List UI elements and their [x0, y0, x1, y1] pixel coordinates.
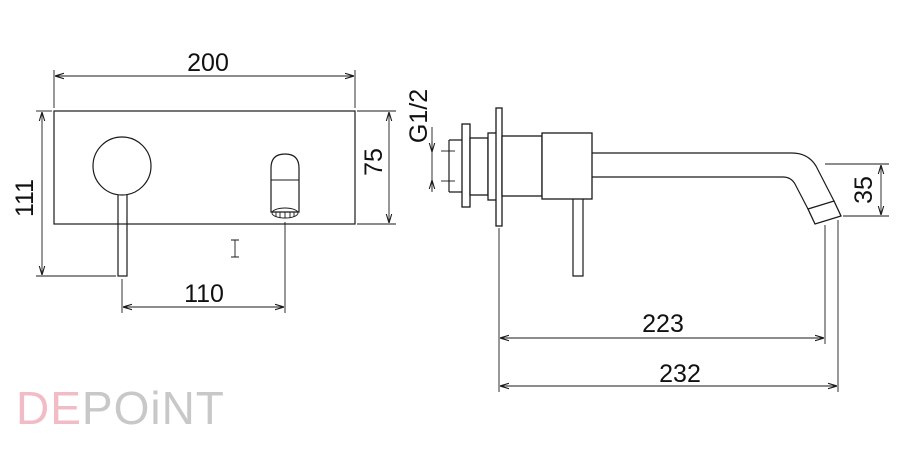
mixer-body — [541, 132, 593, 200]
dim-label-75: 75 — [360, 148, 388, 176]
dim-label-110: 110 — [184, 280, 224, 308]
side-view: G1/2 35 223 232 — [405, 89, 889, 392]
dim-plate-width: 200 — [53, 49, 356, 108]
front-view: 200 111 75 110 — [11, 49, 396, 313]
thread-connector — [441, 107, 543, 227]
dim-label-111: 111 — [11, 179, 39, 217]
dim-thread: G1/2 — [405, 89, 433, 192]
dim-plate-height: 111 — [11, 110, 116, 277]
dim-spout-drop: 35 — [825, 163, 889, 217]
lever-side — [572, 199, 584, 277]
dim-plate-inner: 75 — [357, 110, 396, 225]
dim-spout-offset: 110 — [121, 222, 286, 313]
dim-projection-short: 223 — [498, 225, 826, 392]
dim-label-223: 223 — [642, 310, 684, 338]
dim-projection-long: 232 — [500, 220, 839, 392]
logo-part-de: DE — [16, 382, 82, 434]
watermark-logo: DEPOiNT — [16, 382, 225, 434]
handle-lever — [117, 195, 128, 277]
wall-plate — [53, 110, 356, 225]
dim-label-232: 232 — [659, 360, 701, 388]
center-mark — [231, 239, 239, 258]
handle-knob — [92, 136, 152, 196]
spout-front — [270, 153, 300, 219]
logo-part-point: POiNT — [82, 382, 225, 434]
spout-arm — [592, 152, 842, 225]
dim-label-35: 35 — [850, 176, 878, 204]
dim-label-thread: G1/2 — [405, 89, 433, 143]
dim-label-200: 200 — [187, 49, 229, 77]
